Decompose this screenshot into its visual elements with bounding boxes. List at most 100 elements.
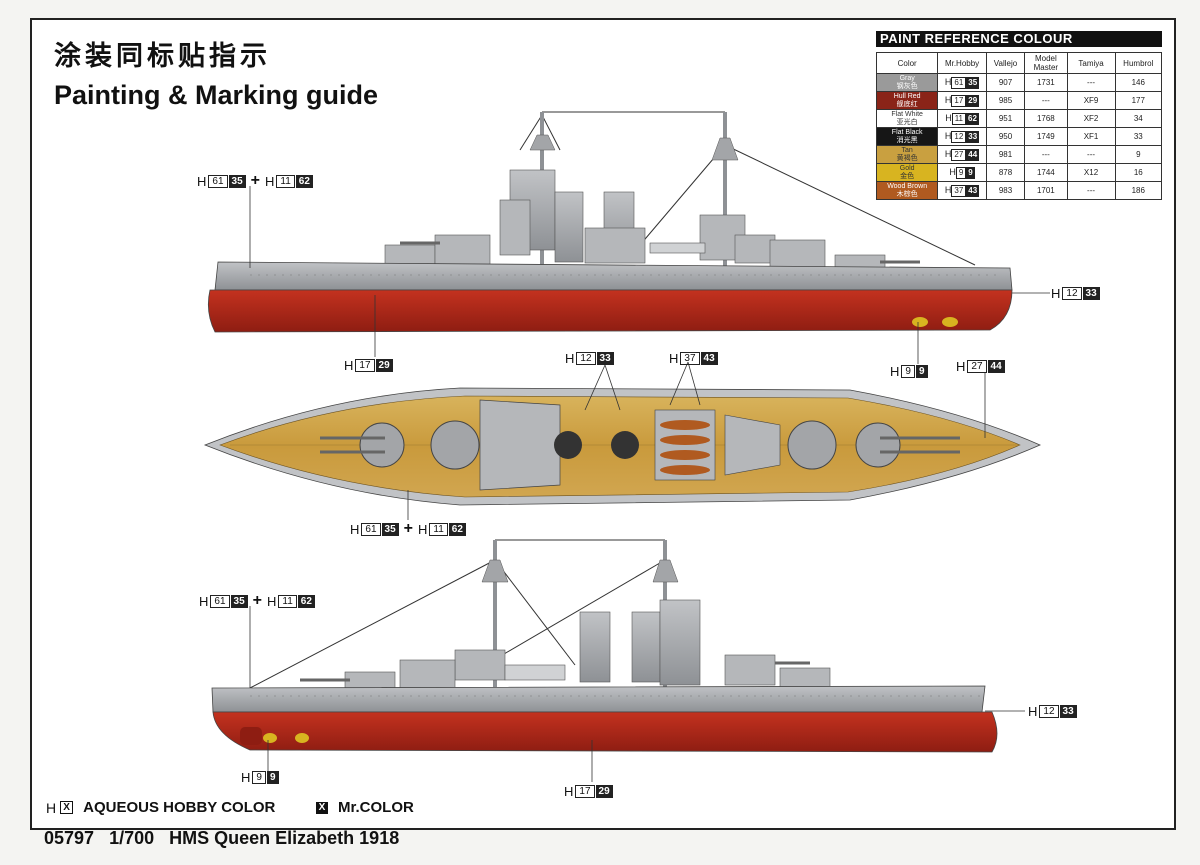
legend-mrcolor-label: Mr.COLOR — [338, 799, 414, 816]
callout-h: H — [1051, 286, 1061, 301]
callout-h: H — [350, 521, 360, 537]
callout-aqueous-code: 17 — [575, 785, 595, 798]
plus-sign: + — [250, 172, 260, 189]
callout-h: H — [417, 521, 428, 537]
callout-aqueous-code: 9 — [901, 365, 915, 378]
paint-name-cn: 钢灰色 — [896, 82, 918, 90]
callout-h: H — [1028, 704, 1038, 719]
callout-mrcolor-code: 33 — [596, 352, 614, 365]
callout-gold-top: H 9 9 — [890, 364, 928, 379]
paint-aqueous-code: 27 — [951, 148, 967, 161]
paint-mrcolor-code: 9 — [966, 166, 975, 179]
paint-aqueous-code: 12 — [951, 130, 967, 143]
ship-plan-view — [203, 361, 1041, 520]
callout-aqueous-code: 12 — [1062, 287, 1082, 300]
paint-humbrol: 186 — [1114, 181, 1163, 200]
callout-aqueous-code: 12 — [576, 352, 596, 365]
paint-mrcolor-code: 62 — [966, 112, 979, 125]
paint-name: Flat Black — [891, 128, 923, 136]
callout-gold-bottom: H 9 9 — [241, 770, 279, 785]
callout-mrcolor-code: 35 — [228, 174, 246, 188]
title-chinese: 涂装同标贴指示 — [54, 41, 271, 72]
plus-sign: + — [403, 520, 413, 537]
paint-name: Tan — [901, 146, 913, 154]
callout-mrcolor-code: 9 — [915, 365, 928, 378]
callout-mrcolor-code: 35 — [230, 594, 248, 608]
callout-mrcolor-code: 29 — [375, 359, 393, 372]
paint-reference-table: Color Mr.Hobby Vallejo Model Master Tami… — [875, 52, 1163, 200]
callout-h: H — [241, 770, 251, 785]
ship-profile-bottom — [211, 539, 1025, 782]
callout-wood-brown: H 37 43 — [669, 351, 718, 366]
callout-gray-white-plan: H 61 35 + H 11 62 — [350, 520, 466, 538]
paint-mrcolor-code: 35 — [966, 76, 980, 89]
kit-scale: 1/700 — [109, 828, 155, 848]
callout-aqueous-code: 11 — [276, 174, 295, 188]
paint-mrcolor-code: 29 — [966, 94, 980, 107]
callout-black-plan: H 12 33 — [565, 351, 614, 366]
callout-tan: H 27 44 — [956, 359, 1005, 374]
callout-hull-red-bottom: H 17 29 — [564, 784, 613, 799]
paint-name-cn: 亚光白 — [896, 118, 918, 126]
paint-mrcolor-code: 43 — [966, 184, 980, 197]
callout-mrcolor-code: 62 — [448, 522, 466, 536]
legend-aqueous: H X AQUEOUS HOBBY COLOR — [46, 799, 275, 816]
callout-aqueous-code: 12 — [1039, 705, 1059, 718]
paint-model-master: 1701 — [1024, 181, 1068, 200]
callout-aqueous-code: 61 — [208, 174, 228, 188]
kit-code: 05797 — [44, 828, 95, 848]
kit-name: HMS Queen Elizabeth 1918 — [169, 828, 400, 848]
paint-name: Gold — [899, 164, 915, 172]
callout-mrcolor-code: 62 — [295, 174, 313, 188]
paint-aqueous-code: 37 — [951, 184, 967, 197]
paint-vallejo: 983 — [985, 181, 1026, 200]
paint-vallejo: 907 — [985, 73, 1026, 92]
paint-table-head-row: Color Mr.Hobby Vallejo Model Master Tami… — [875, 52, 1163, 74]
callout-h: H — [199, 593, 209, 609]
title-english: Painting & Marking guide — [54, 80, 379, 110]
paint-mrcolor-code: 33 — [966, 130, 980, 143]
callout-gray-white-top: H 61 35 + H 11 62 — [197, 172, 313, 190]
callout-hull-red-top: H 17 29 — [344, 358, 393, 373]
kit-footer: 05797 1/700 HMS Queen Elizabeth 1918 — [44, 828, 409, 849]
callout-black-top: H 12 33 — [1051, 286, 1100, 301]
callout-mrcolor-code: 35 — [381, 522, 399, 536]
callout-black-bottom: H 12 33 — [1028, 704, 1077, 719]
callout-aqueous-code: 9 — [252, 771, 266, 784]
paint-name-cn: 木棕色 — [896, 190, 918, 198]
paint-model-master: 1768 — [1024, 109, 1068, 128]
callout-mrcolor-code: 33 — [1082, 287, 1100, 300]
paint-name: Wood Brown — [887, 182, 928, 190]
callout-h: H — [564, 784, 574, 799]
paint-table-header: PAINT REFERENCE COLOUR — [876, 31, 1162, 47]
callout-mrcolor-code: 9 — [266, 771, 279, 784]
callout-aqueous-code: 11 — [429, 522, 448, 536]
callout-h: H — [669, 351, 679, 366]
callout-mrcolor-code: 43 — [700, 352, 718, 365]
callout-aqueous-code: 17 — [355, 359, 375, 372]
paint-aqueous-code: 61 — [951, 76, 967, 89]
paint-name-cn: 黄褐色 — [896, 154, 918, 162]
legend-h: H — [46, 799, 57, 816]
ship-profile-top — [207, 111, 1050, 364]
callout-h: H — [266, 593, 277, 609]
callout-h: H — [344, 358, 354, 373]
callout-gray-white-bottom: H 61 35 + H 11 62 — [199, 592, 315, 610]
paint-aqueous-code: 9 — [955, 166, 967, 179]
callout-h: H — [956, 359, 966, 374]
callout-aqueous-code: 37 — [680, 352, 700, 365]
mrcolor-box-icon: X — [316, 801, 328, 814]
